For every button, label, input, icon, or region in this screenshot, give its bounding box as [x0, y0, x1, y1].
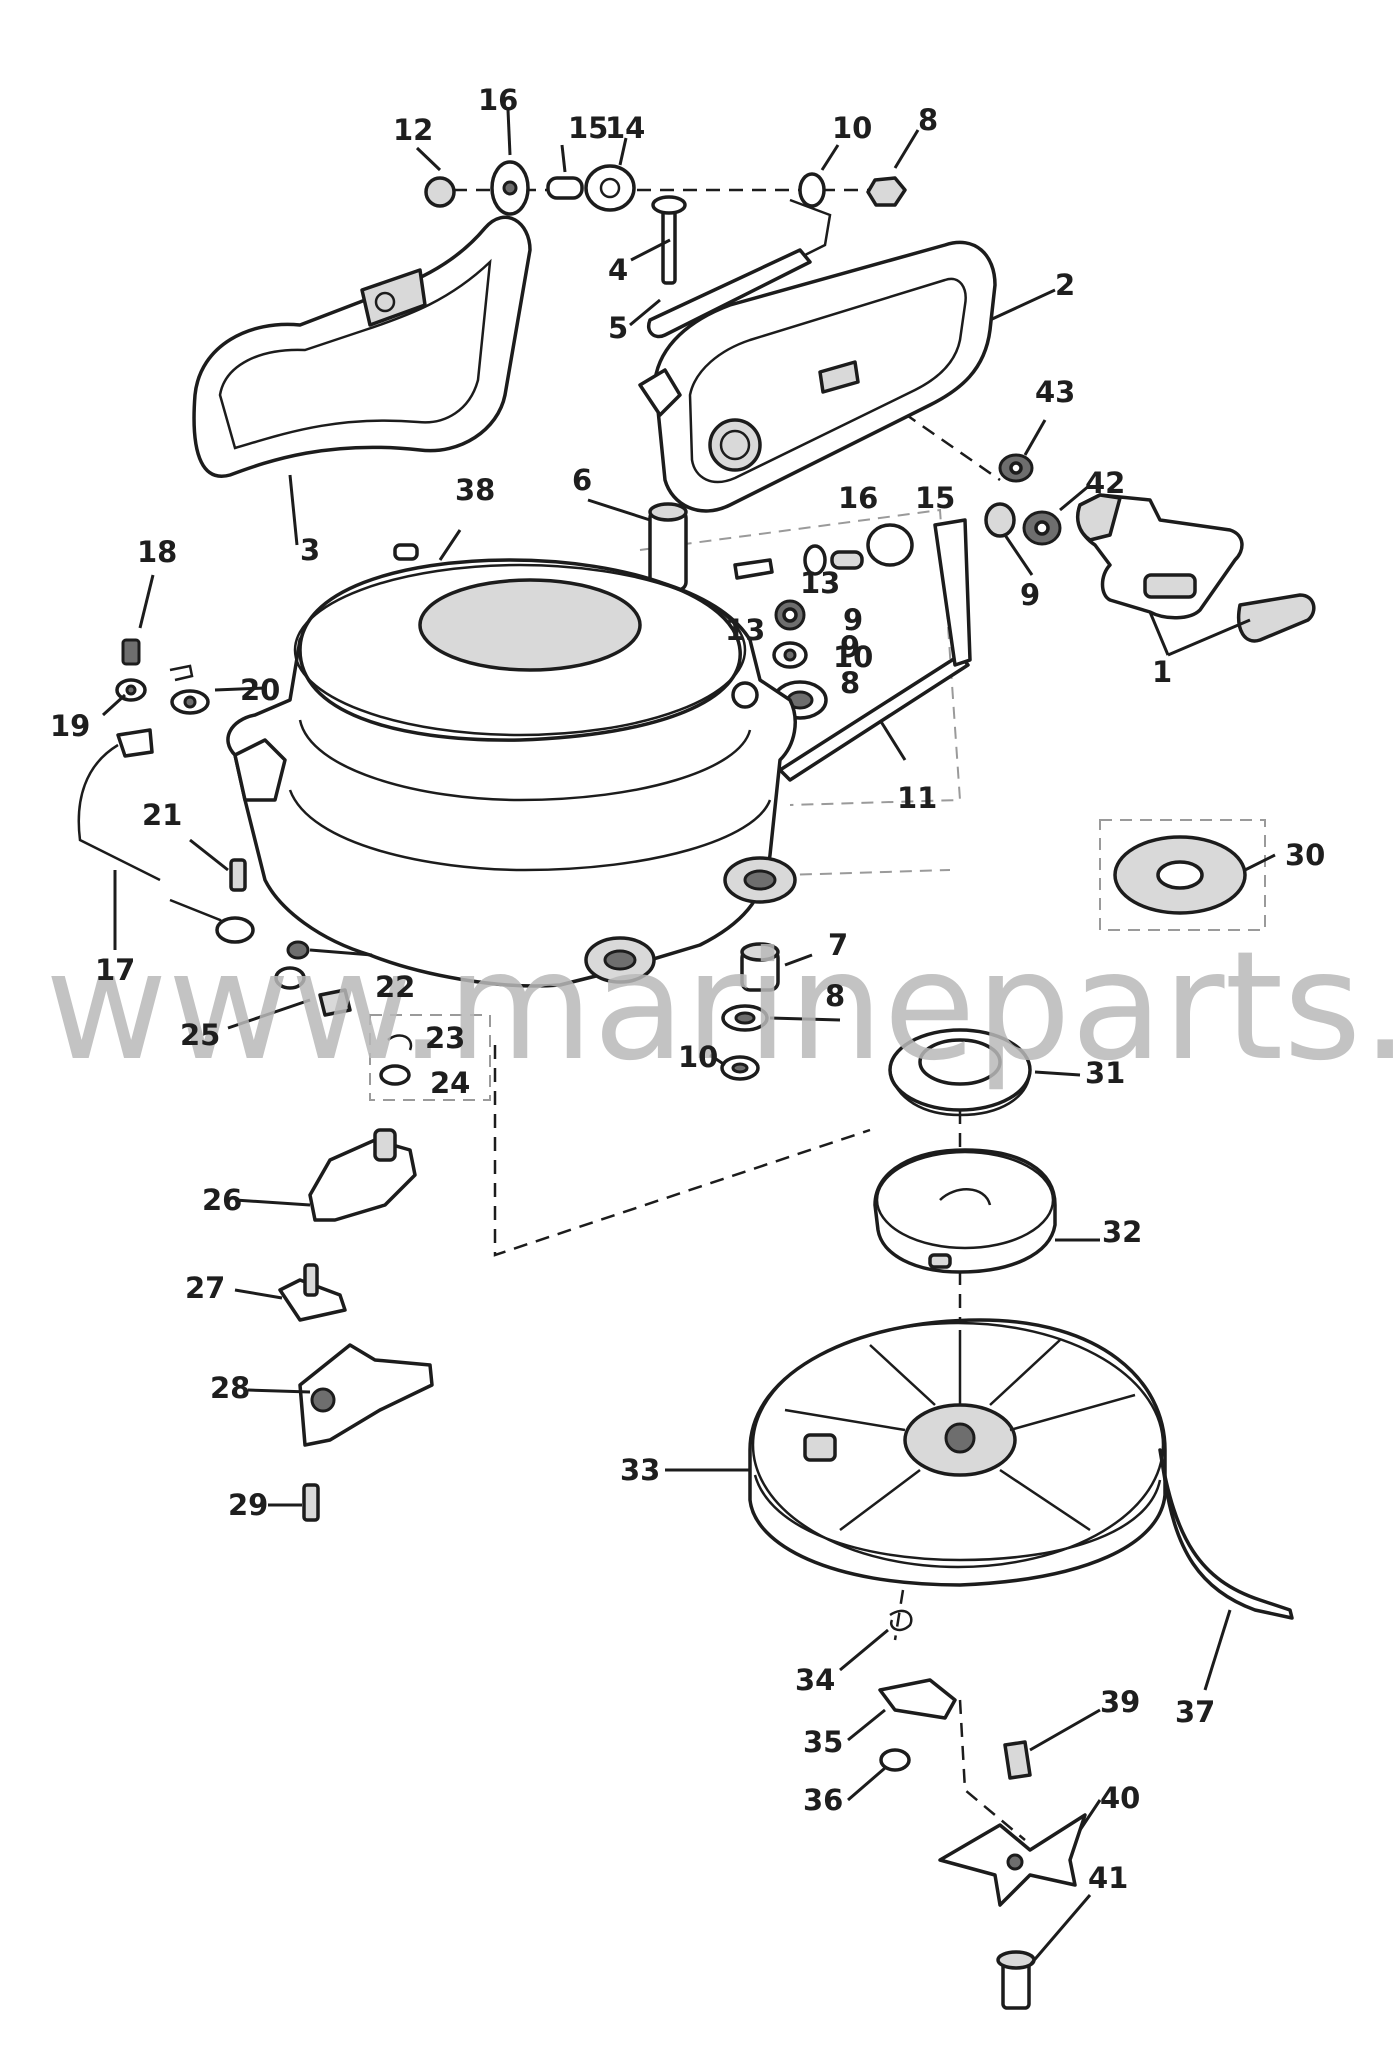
callout-label: 16: [478, 83, 518, 117]
callout-label: 38: [455, 473, 495, 507]
left-hardware: [77, 638, 352, 1017]
callout-label: 10: [832, 111, 872, 145]
callout-label: 9: [1020, 578, 1040, 612]
callout-label: 15: [915, 481, 955, 515]
callout-label: 35: [803, 1725, 843, 1759]
callout-label: 27: [185, 1271, 225, 1305]
callout-label: 29: [228, 1488, 268, 1522]
callout-label: 26: [202, 1183, 242, 1217]
callout-label: 9: [843, 603, 863, 637]
callout-label: 4: [608, 253, 628, 287]
leader-lines: [101, 109, 1276, 1966]
callout-label: 40: [1100, 1781, 1140, 1815]
top-hardware: [424, 160, 907, 339]
part-3-handle: [192, 215, 532, 478]
callout-label: 13: [725, 613, 765, 647]
callout-label: 28: [210, 1371, 250, 1405]
callout-label: 9: [840, 630, 860, 664]
callout-label: 16: [838, 481, 878, 515]
callout-label: 15: [568, 111, 608, 145]
callout-label: 3: [300, 533, 320, 567]
callout-label: 11: [897, 781, 937, 815]
callout-label: 34: [795, 1663, 835, 1697]
callout-label: 10: [833, 640, 873, 674]
callout-label: 37: [1175, 1695, 1215, 1729]
right-hardware: [984, 453, 1062, 546]
callout-label: 30: [1285, 838, 1325, 872]
callout-label: 43: [1035, 375, 1075, 409]
callout-label: 2: [1055, 268, 1075, 302]
part-33-spring-housing: [873, 1148, 1057, 1274]
callout-label: 18: [137, 535, 177, 569]
bottom-hardware: [878, 1609, 1087, 2010]
callout-label: 33: [620, 1453, 660, 1487]
callout-label: 21: [142, 798, 182, 832]
part-1-starter-grip: [1076, 493, 1316, 643]
callout-label: 8: [825, 979, 845, 1013]
callout-label: 14: [605, 111, 645, 145]
callout-label: 5: [608, 311, 628, 345]
watermark: www.marineparts.eu: [45, 920, 1399, 1094]
part-31-plate: [1099, 819, 1266, 931]
callout-label: 23: [425, 1021, 465, 1055]
part-2-handle-cover: [638, 240, 997, 513]
callout-label: 22: [375, 970, 415, 1004]
callout-label: 8: [918, 103, 938, 137]
callout-label: 32: [1102, 1215, 1142, 1249]
callout-label: 25: [180, 1018, 220, 1052]
callout-label: 1: [1152, 655, 1172, 689]
callout-label: 31: [1085, 1056, 1125, 1090]
callout-label: 13: [800, 566, 840, 600]
part-34-rewind-pulley: [748, 1318, 1294, 1620]
center-bushings: [720, 942, 780, 1081]
callout-label: 20: [240, 673, 280, 707]
part-6-sleeve: [648, 502, 688, 592]
callout-label: 12: [393, 113, 433, 147]
left-lower-parts: [278, 1128, 434, 1522]
part-39-starter-housing: [226, 543, 797, 988]
callout-label: 19: [50, 709, 90, 743]
callout-label: 8: [840, 666, 860, 700]
callout-labels: 1 2 3 4 5 6 7 8 8 8 9 9 9 10 10 10 11 12…: [50, 83, 1325, 1895]
part-32-spring-cup: [888, 1028, 1032, 1117]
callout-label: 36: [803, 1783, 843, 1817]
part-12-link-rod: [778, 518, 972, 782]
callout-label: 41: [1088, 1861, 1128, 1895]
box-24-25: [369, 1014, 491, 1101]
callout-label: 42: [1085, 466, 1125, 500]
callout-label: 7: [828, 928, 848, 962]
callout-label: 39: [1100, 1685, 1140, 1719]
callout-label: 17: [95, 953, 135, 987]
callout-label: 24: [430, 1066, 470, 1100]
callout-label: 6: [572, 463, 592, 497]
callout-label: 10: [678, 1040, 718, 1074]
